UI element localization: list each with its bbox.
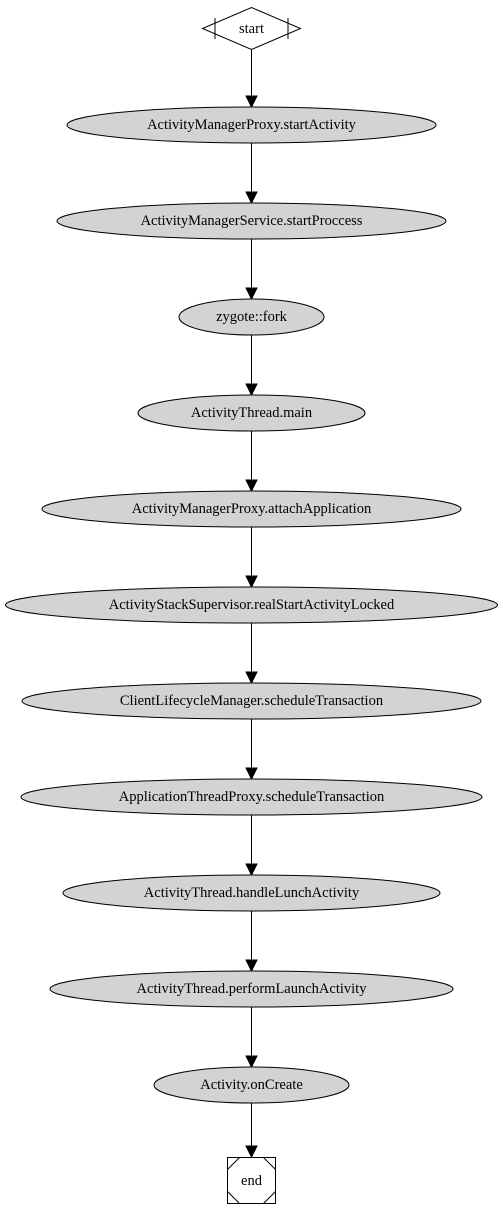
step-7-label: ClientLifecycleManager.scheduleTransacti… <box>120 693 384 709</box>
step-10: ActivityThread.performLaunchActivity <box>49 970 454 1008</box>
step-9-shape <box>62 874 441 912</box>
start-node-label: start <box>239 21 264 37</box>
step-6-label: ActivityStackSupervisor.realStartActivit… <box>109 597 395 613</box>
end-node-corner-tl <box>227 1157 240 1170</box>
end-node-corner-br <box>263 1191 276 1204</box>
end-node-label: end <box>241 1173 263 1189</box>
step-2: ActivityManagerService.startProccess <box>56 202 447 240</box>
end-node-shape <box>227 1157 276 1204</box>
arrowhead-step-8 <box>245 767 258 781</box>
arrowhead-step-1 <box>245 95 258 109</box>
step-4-label: ActivityThread.main <box>191 405 313 421</box>
step-1-shape <box>66 106 437 144</box>
arrowhead-step-10 <box>245 959 258 973</box>
arrowhead-step-2 <box>245 191 258 205</box>
arrowhead-step-4 <box>245 383 258 397</box>
step-7: ClientLifecycleManager.scheduleTransacti… <box>21 682 482 720</box>
arrowhead-step-9 <box>245 863 258 877</box>
step-5-label: ActivityManagerProxy.attachApplication <box>132 501 372 517</box>
end-node-corner-tr <box>263 1157 276 1170</box>
arrowhead-step-5 <box>245 479 258 493</box>
step-3: zygote::fork <box>178 298 325 336</box>
end-node-corner-bl <box>227 1191 240 1204</box>
step-3-shape <box>178 298 325 336</box>
step-6-shape <box>5 586 498 624</box>
step-1-label: ActivityManagerProxy.startActivity <box>147 117 357 133</box>
arrowhead-step-3 <box>245 287 258 301</box>
start-node-shape <box>201 6 302 51</box>
step-2-shape <box>56 202 447 240</box>
step-8-label: ApplicationThreadProxy.scheduleTransacti… <box>119 789 385 805</box>
step-6: ActivityStackSupervisor.realStartActivit… <box>5 586 498 624</box>
step-5: ActivityManagerProxy.attachApplication <box>41 490 462 528</box>
step-9: ActivityThread.handleLunchActivity <box>62 874 441 912</box>
arrowhead-step-7 <box>245 671 258 685</box>
step-1: ActivityManagerProxy.startActivity <box>66 106 437 144</box>
step-4-shape <box>137 394 366 432</box>
arrowhead-step-11 <box>245 1055 258 1069</box>
arrowhead-step-6 <box>245 575 258 589</box>
step-7-shape <box>21 682 482 720</box>
step-11: Activity.onCreate <box>153 1066 350 1104</box>
step-9-label: ActivityThread.handleLunchActivity <box>144 885 360 901</box>
end-node: end <box>227 1157 276 1204</box>
step-10-label: ActivityThread.performLaunchActivity <box>137 981 368 997</box>
step-11-shape <box>153 1066 350 1104</box>
step-11-label: Activity.onCreate <box>200 1077 303 1093</box>
step-2-label: ActivityManagerService.startProccess <box>141 213 363 229</box>
start-node: start <box>201 6 302 51</box>
step-5-shape <box>41 490 462 528</box>
arrowhead-end <box>245 1145 258 1159</box>
step-3-label: zygote::fork <box>216 309 288 325</box>
step-8-shape <box>20 778 483 816</box>
step-8: ApplicationThreadProxy.scheduleTransacti… <box>20 778 483 816</box>
step-4: ActivityThread.main <box>137 394 366 432</box>
edges <box>245 50 258 1159</box>
step-10-shape <box>49 970 454 1008</box>
